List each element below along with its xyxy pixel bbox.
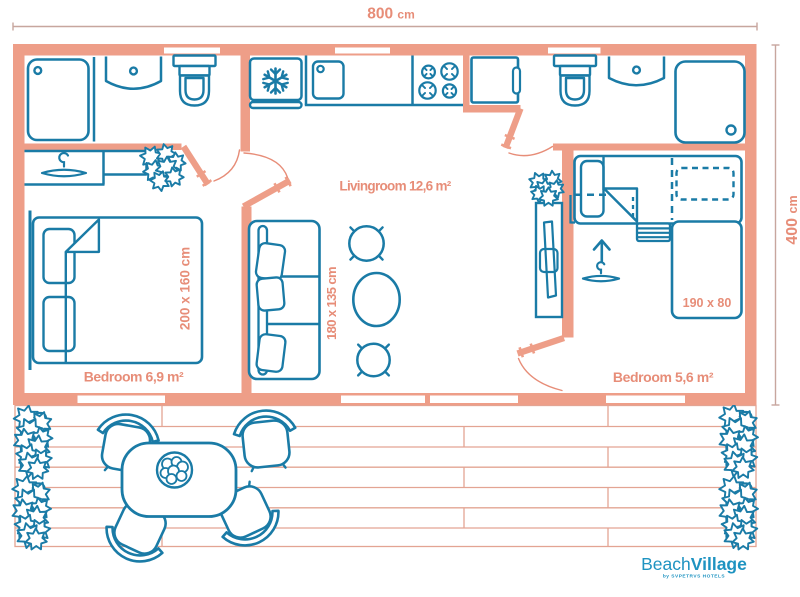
svg-text:400 cm: 400 cm xyxy=(784,195,800,244)
svg-text:Livingroom 12,6 m²: Livingroom 12,6 m² xyxy=(339,179,451,194)
svg-text:BeachVillage: BeachVillage xyxy=(641,554,747,574)
svg-text:by SVPETRVS HOTELS: by SVPETRVS HOTELS xyxy=(663,574,726,580)
svg-text:Bedroom 5,6 m²: Bedroom 5,6 m² xyxy=(613,369,714,385)
svg-text:180 x 135 cm: 180 x 135 cm xyxy=(324,267,339,340)
svg-text:200 x 160 cm: 200 x 160 cm xyxy=(178,247,193,330)
svg-text:Bedroom 6,9 m²: Bedroom 6,9 m² xyxy=(84,369,184,385)
svg-text:800 cm: 800 cm xyxy=(367,6,415,23)
svg-text:190 x 80: 190 x 80 xyxy=(683,296,732,310)
